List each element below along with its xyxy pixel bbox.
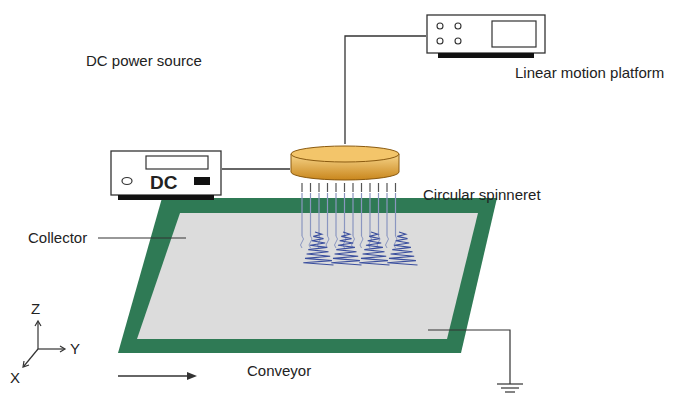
- axis-label: Y: [70, 340, 80, 358]
- collector-surface: [137, 213, 478, 339]
- axis-label: X: [10, 369, 20, 387]
- ground-wire: [428, 330, 523, 392]
- device-label: DC power source: [86, 52, 202, 70]
- panel-text: DC: [150, 172, 177, 193]
- wire: [222, 169, 290, 170]
- dc-power-source: DC power sourceDC: [110, 150, 222, 200]
- axes: [23, 321, 65, 367]
- device-shape: [290, 144, 400, 182]
- device-shape: [426, 14, 546, 58]
- wire: [345, 36, 426, 144]
- device-label: Circular spinneret: [423, 186, 541, 204]
- leader-line: [98, 237, 186, 238]
- linear-motion-platform: Linear motion platform: [426, 14, 546, 58]
- device-label: Linear motion platform: [515, 64, 664, 82]
- part-label: Collector: [28, 229, 87, 247]
- fiber-jets: [301, 183, 418, 265]
- axis-label: Z: [31, 300, 40, 318]
- circular-spinneret: Circular spinneret: [290, 144, 400, 182]
- part-label: Conveyor: [247, 362, 311, 380]
- conveyor-arrow: [118, 372, 197, 380]
